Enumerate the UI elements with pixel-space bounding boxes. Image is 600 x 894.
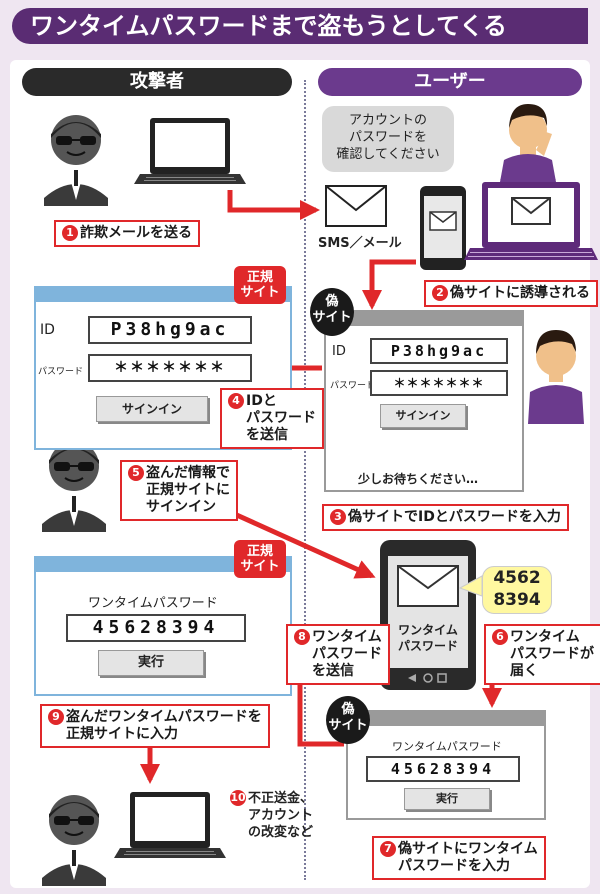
column-divider (304, 80, 306, 880)
fake-signin-button[interactable]: サインイン (380, 404, 466, 428)
legit-site-badge: 正規サイト (234, 540, 286, 578)
phishing-message-bubble: アカウントのパスワードを確認してください (322, 106, 454, 172)
password-label: パスワード (38, 367, 84, 377)
legit-site-badge: 正規サイト (234, 266, 286, 304)
smartphone-icon (420, 186, 466, 270)
legit-signin-button[interactable]: サインイン (96, 396, 208, 422)
attacker-column-label: 攻撃者 (22, 68, 292, 96)
legit-otp-field[interactable]: 45628394 (66, 614, 246, 642)
fake-otp-field[interactable]: 45628394 (366, 756, 520, 782)
otp-label: ワンタイムパスワード (392, 740, 502, 753)
fake-id-field[interactable]: P38hg9ac (370, 338, 508, 364)
please-wait-text: 少しお待ちください… (358, 472, 479, 486)
smartphone-icon (380, 540, 476, 690)
fake-site-badge: 偽サイト (326, 696, 370, 744)
user-column-label: ユーザー (318, 68, 582, 96)
phone-otp-text: ワンタイムパスワード (397, 623, 458, 653)
header-bar (12, 8, 588, 44)
id-label: ID (40, 322, 55, 338)
user-person-icon (500, 104, 556, 182)
password-label: パスワード (330, 381, 376, 391)
user-laptop-icon (464, 182, 598, 260)
legit-id-field[interactable]: P38hg9ac (88, 316, 252, 344)
legit-exec-button[interactable]: 実行 (98, 650, 204, 676)
legit-password-field[interactable]: ＊＊＊＊＊＊＊ (88, 354, 252, 382)
sms-mail-label: SMS／メール (318, 236, 402, 251)
fake-exec-button[interactable]: 実行 (404, 788, 490, 810)
page-title: ワンタイムパスワードまで盗もうとしてくる (30, 12, 507, 40)
header: ワンタイムパスワードまで盗もうとしてくる (0, 0, 600, 50)
mail-envelope-icon (325, 185, 387, 227)
id-label: ID (332, 344, 346, 359)
otp-label: ワンタイムパスワード (88, 596, 218, 611)
fake-password-field[interactable]: ＊＊＊＊＊＊＊ (370, 370, 508, 396)
fake-site-badge: 偽サイト (310, 288, 354, 336)
user-person-icon (528, 330, 584, 424)
